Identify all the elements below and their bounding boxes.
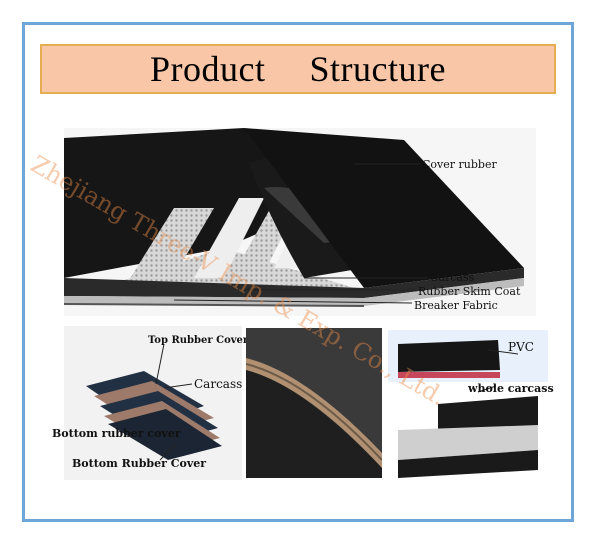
- title-word-2: Structure: [310, 48, 446, 90]
- label-pvc: PVC: [508, 340, 534, 354]
- label-bottom-rubber-cover-2: Bottom Rubber Cover: [72, 457, 206, 470]
- label-whole-carcass: whole carcass: [468, 382, 554, 395]
- label-cover-rubber: Cover rubber: [422, 158, 497, 171]
- label-rubber-skim-coat: Rubber Skim Coat: [418, 285, 520, 298]
- belt-closeup-photo: [246, 328, 382, 478]
- label-top-rubber-cover: Top Rubber Cover: [148, 335, 248, 346]
- label-carcass: Carcass: [430, 271, 474, 284]
- belt-closeup-image: [246, 328, 382, 478]
- label-breaker-fabric: Breaker Fabric: [414, 299, 498, 312]
- label-bottom-rubber-cover-1: Bottom rubber cover: [52, 427, 181, 440]
- pvc-belt-diagram: PVC whole carcass: [388, 330, 548, 480]
- title-banner: Product Structure: [40, 44, 556, 94]
- layered-belt-diagram: Top Rubber Cover Carcass Bottom rubber c…: [64, 326, 242, 480]
- label-carcass-left: Carcass: [194, 377, 242, 391]
- title-word-1: Product: [150, 48, 266, 90]
- main-belt-diagram: Cover rubber Carcass Rubber Skim Coat Br…: [64, 128, 536, 316]
